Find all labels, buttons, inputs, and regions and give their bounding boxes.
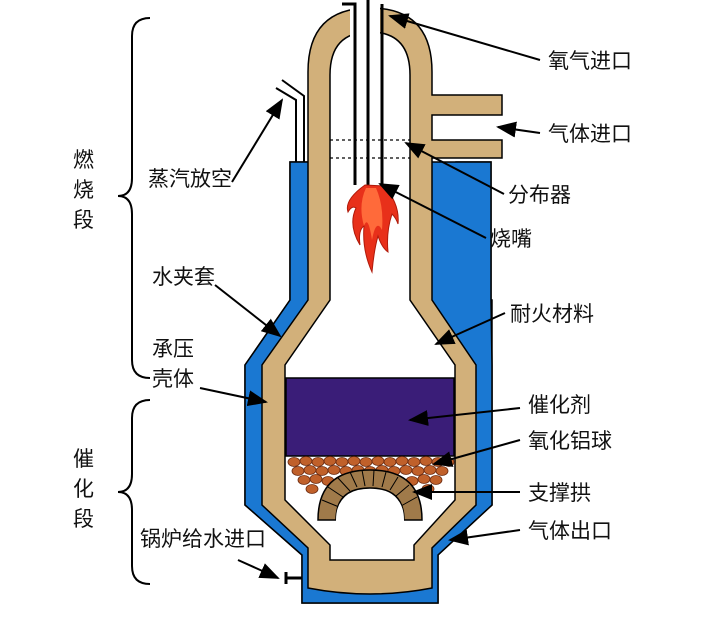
boiler-feed-inlet-label: 锅炉给水进口: [140, 527, 266, 551]
pressure-shell-label-line1: 承压: [152, 337, 194, 361]
gas-outlet-label: 气体出口: [528, 519, 612, 543]
outlet-cavity: [336, 490, 404, 558]
oxygen-inlet-label: 氧气进口: [548, 49, 632, 73]
pressure-shell-label-line2: 壳体: [152, 367, 194, 391]
combustion-section-char-3: 段: [73, 208, 94, 232]
support-arch: [317, 469, 423, 521]
alumina-balls-label: 氧化铝球: [528, 429, 612, 453]
catalytic-section-brace: [117, 399, 151, 585]
catalytic-section-char-1: 催: [73, 447, 94, 471]
catalytic-section-char-3: 段: [73, 507, 94, 531]
catalyst-label: 催化剂: [528, 393, 591, 417]
catalytic-section-char-2: 化: [73, 477, 94, 501]
distributor: [330, 139, 410, 159]
support-arch-bricks: [321, 469, 418, 508]
burner-tube-lines: [342, 0, 384, 185]
gas-inlet-label: 气体进口: [548, 122, 632, 146]
water-jacket-label: 水夹套: [152, 265, 215, 289]
boiler-feed-inlet-stub: [284, 572, 302, 584]
burner-label: 烧嘴: [490, 227, 532, 251]
combustion-section-brace: [117, 17, 151, 379]
combustion-section-char-2: 烧: [73, 178, 94, 202]
combustion-section-char-1: 燃: [73, 148, 94, 172]
refractory-label: 耐火材料: [510, 302, 594, 326]
leader-lines: [199, 13, 541, 579]
burner-flame-core: [361, 188, 383, 240]
distributor-label: 分布器: [508, 183, 571, 207]
steam-vent-label: 蒸汽放空: [148, 167, 232, 191]
support-arch-label: 支撑拱: [528, 481, 591, 505]
steam-vent-pipe: [275, 79, 305, 162]
